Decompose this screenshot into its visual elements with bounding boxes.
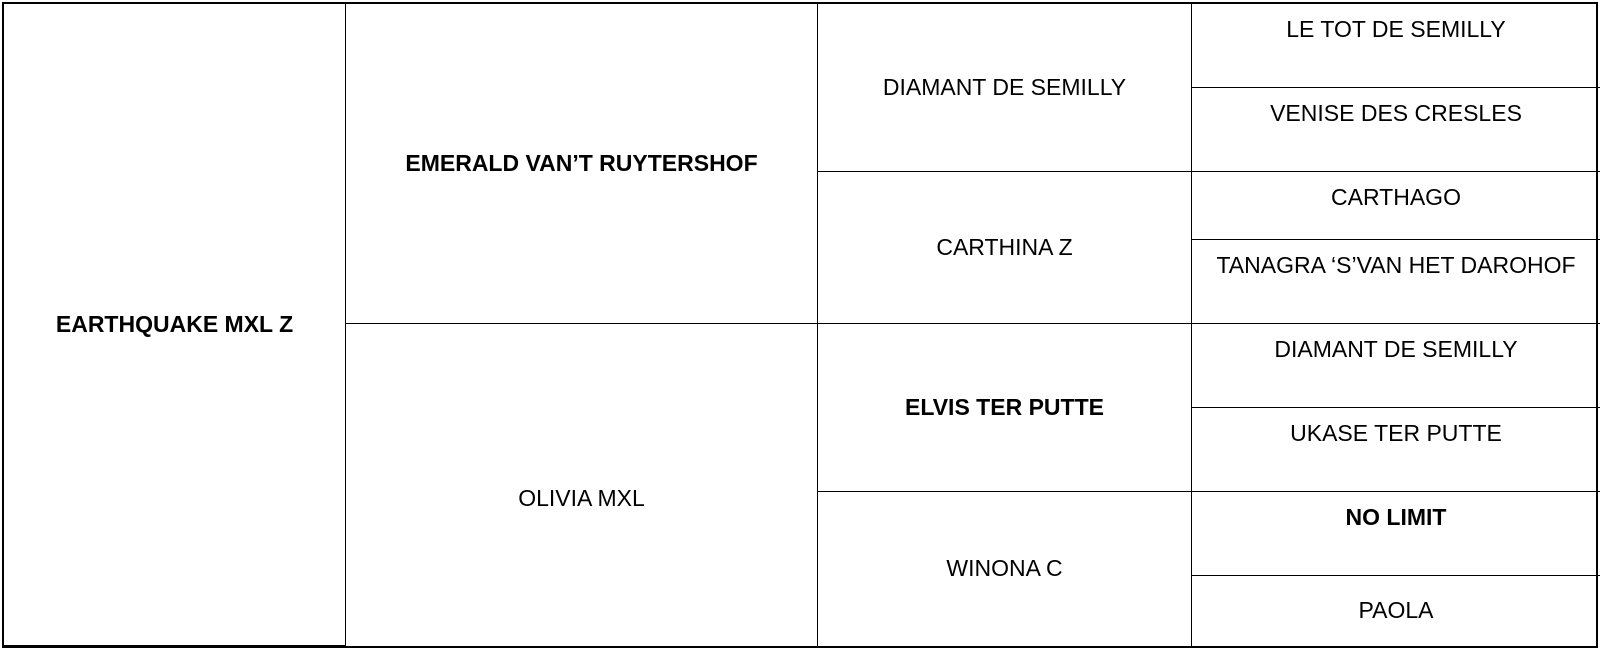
- dam-sire-dam-cell: UKASE TER PUTTE: [1192, 408, 1600, 492]
- dam-cell: OLIVIA MXL: [346, 324, 818, 646]
- dam-dam-sire-cell: NO LIMIT: [1192, 492, 1600, 576]
- dam-dam-cell: WINONA C: [818, 492, 1192, 646]
- horse-name-cell: EARTHQUAKE MXL Z: [4, 4, 346, 646]
- dam-dam-dam-name: PAOLA: [1358, 597, 1434, 624]
- dam-sire-dam-name: UKASE TER PUTTE: [1290, 420, 1502, 446]
- dam-dam-sire-name: NO LIMIT: [1345, 504, 1447, 530]
- sire-dam-dam-name: TANAGRA ‘S’VAN HET DAROHOF: [1216, 252, 1576, 278]
- dam-dam-name: WINONA C: [946, 555, 1063, 582]
- dam-sire-sire-name: DIAMANT DE SEMILLY: [1274, 336, 1518, 362]
- sire-dam-sire-name: CARTHAGO: [1331, 184, 1461, 210]
- sire-sire-cell: DIAMANT DE SEMILLY: [818, 4, 1192, 172]
- sire-name: EMERALD VAN’T RUYTERSHOF: [405, 149, 758, 176]
- horse-name: EARTHQUAKE MXL Z: [55, 310, 294, 337]
- sire-cell: EMERALD VAN’T RUYTERSHOF: [346, 4, 818, 324]
- sire-sire-name: DIAMANT DE SEMILLY: [882, 73, 1127, 100]
- dam-dam-dam-cell: PAOLA: [1192, 576, 1600, 646]
- sire-dam-cell: CARTHINA Z: [818, 172, 1192, 324]
- dam-sire-cell: ELVIS TER PUTTE: [818, 324, 1192, 492]
- sire-sire-dam-cell: VENISE DES CRESLES: [1192, 88, 1600, 172]
- dam-sire-sire-cell: DIAMANT DE SEMILLY: [1192, 324, 1600, 408]
- sire-sire-sire-cell: LE TOT DE SEMILLY: [1192, 4, 1600, 88]
- sire-dam-dam-cell: TANAGRA ‘S’VAN HET DAROHOF: [1192, 240, 1600, 324]
- sire-sire-dam-name: VENISE DES CRESLES: [1270, 100, 1522, 126]
- sire-dam-sire-cell: CARTHAGO: [1192, 172, 1600, 240]
- sire-sire-sire-name: LE TOT DE SEMILLY: [1286, 16, 1506, 42]
- dam-name: OLIVIA MXL: [518, 485, 645, 512]
- dam-sire-name: ELVIS TER PUTTE: [905, 393, 1104, 420]
- sire-dam-name: CARTHINA Z: [936, 233, 1073, 260]
